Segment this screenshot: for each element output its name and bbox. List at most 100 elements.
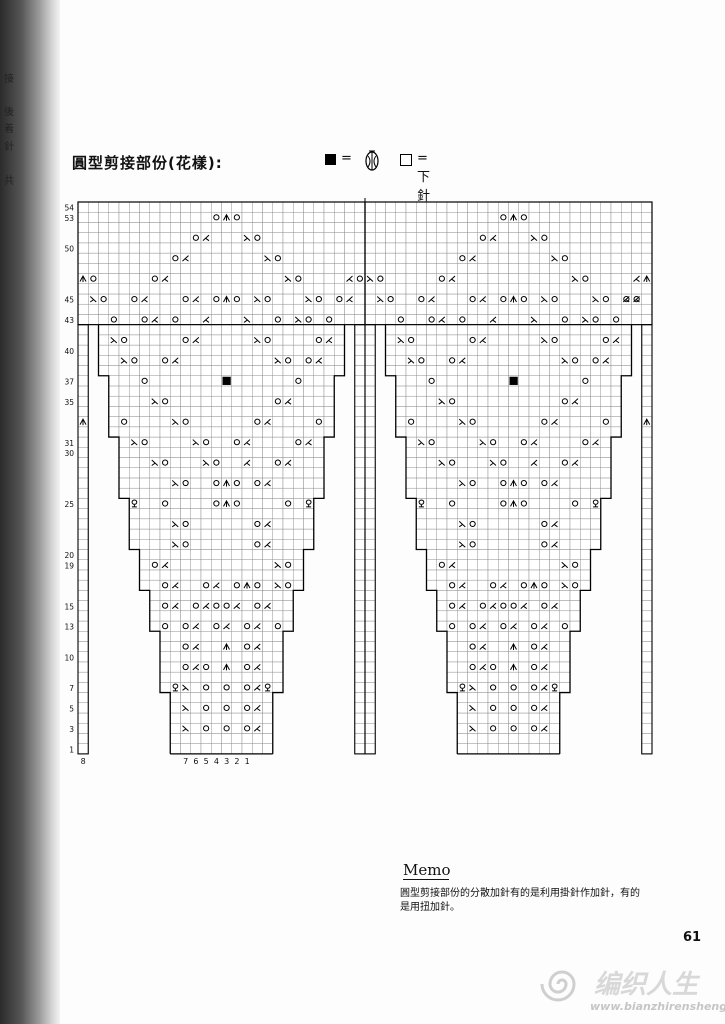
yarn-over-symbol [233,582,240,589]
chart-cell [569,549,581,560]
chart-cell [477,631,489,642]
chart-grid [77,201,653,755]
chart-cell [559,651,571,663]
chart-cell [293,406,304,417]
chart-cell [211,211,222,223]
chart-cell [487,242,499,254]
chart-cell [170,671,181,683]
chart-cell [221,344,232,356]
chart-title: 圓型剪接部份(花樣): [72,154,223,172]
chart-cell [426,457,437,468]
chart-cell [641,600,653,612]
chart-cell [487,365,499,376]
chart-cell [293,518,304,530]
chart-cell [487,252,499,264]
decrease-right-symbol [151,459,159,466]
chart-cell [211,406,222,417]
chart-cell [334,293,345,305]
decrease-left-symbol [458,582,466,589]
chart-cell [385,211,396,223]
chart-cell [139,467,150,479]
chart-cell [416,293,427,305]
chart-cell [354,549,366,560]
decrease-right-symbol [469,684,476,691]
chart-cell [129,344,140,356]
chart-cell [600,467,612,479]
chart-cell [88,201,99,213]
chart-cell [252,518,263,530]
chart-cell [364,242,376,254]
yarn-over-symbol [254,541,261,548]
chart-cell [262,375,273,387]
chart-cell [395,365,407,376]
row-label: 5 [69,705,74,714]
chart-cell [159,467,171,479]
decrease-right-symbol [407,357,415,364]
yarn-over-symbol [213,459,220,466]
chart-cell [364,528,376,540]
chart-cell [559,303,571,315]
chart-cell [241,487,253,499]
chart-cell [477,733,489,744]
chart-cell [518,375,530,387]
chart-cell [170,692,181,704]
chart-cell [231,579,243,591]
chart-cell [467,273,478,284]
chart-cell [262,559,273,571]
chart-cell [88,273,99,284]
chart-cell [231,457,243,468]
chart-cell [446,549,458,560]
margin-text: 接 [4,74,14,85]
chart-cell [282,610,294,622]
chart-cell [498,447,509,458]
chart-cell [610,222,622,233]
chart-cell [528,273,540,284]
chart-cell [405,406,417,417]
yarn-over-symbol [438,275,445,282]
chart-cell [467,211,478,223]
chart-cell [313,406,325,417]
chart-cell [580,487,591,499]
chart-cell [200,712,212,724]
chart-cell [477,518,489,530]
chart-cell [528,406,540,417]
chart-cell [498,487,509,499]
chart-cell [293,242,304,254]
twisted-increase-symbol [131,499,138,508]
chart-cell [354,722,366,734]
chart-cell [293,447,304,458]
chart-cell [231,518,243,530]
chart-cell [231,477,243,489]
chart-cell [539,324,550,336]
chart-cell [118,487,130,499]
chart-outline-left [384,324,458,754]
decrease-left-symbol [540,704,548,712]
chart-cell [252,375,263,387]
chart-cell [139,477,150,489]
chart-cell [498,385,509,397]
chart-cell [457,620,468,632]
margin-text: 共 [4,176,14,187]
chart-cell [211,416,222,428]
row-label: 30 [64,449,74,458]
chart-cell [159,477,171,489]
chart-cell [118,375,130,387]
yarn-over-symbol [285,561,292,568]
chart-cell [641,508,653,520]
chart-cell [487,620,499,632]
chart-cell [487,283,499,295]
chart-cell [559,252,571,264]
chart-cell [221,436,232,448]
chart-cell [211,314,222,325]
yarn-over-symbol [121,336,128,344]
chart-cell [559,263,571,274]
yarn-over-symbol [203,663,210,671]
chart-cell [118,242,130,254]
decrease-left-symbol [253,684,261,691]
chart-cell [416,314,427,325]
chart-cell [190,671,202,683]
chart-cell [539,651,550,663]
chart-cell [129,201,140,213]
chart-cell [252,671,263,683]
chart-cell [129,273,140,284]
